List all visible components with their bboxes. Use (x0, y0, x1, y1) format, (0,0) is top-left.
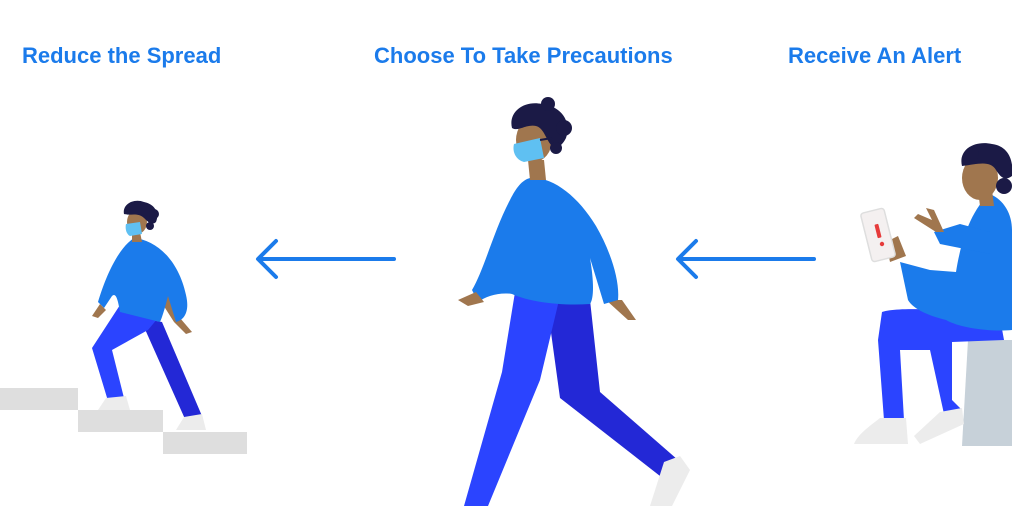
person-climbing-stairs-figure (0, 200, 247, 454)
arrow-left-icon (676, 239, 816, 279)
person-walking-figure (458, 97, 690, 506)
stairs (0, 388, 247, 454)
person-sitting-figure (854, 143, 1012, 446)
phone-alert-icon (860, 207, 896, 263)
step-title-choose-to-take-precautions: Choose To Take Precautions (374, 43, 673, 68)
step-title-reduce-the-spread: Reduce the Spread (22, 43, 222, 68)
step-title-receive-an-alert: Receive An Alert (788, 43, 962, 68)
arrow-left-icon (256, 239, 396, 279)
